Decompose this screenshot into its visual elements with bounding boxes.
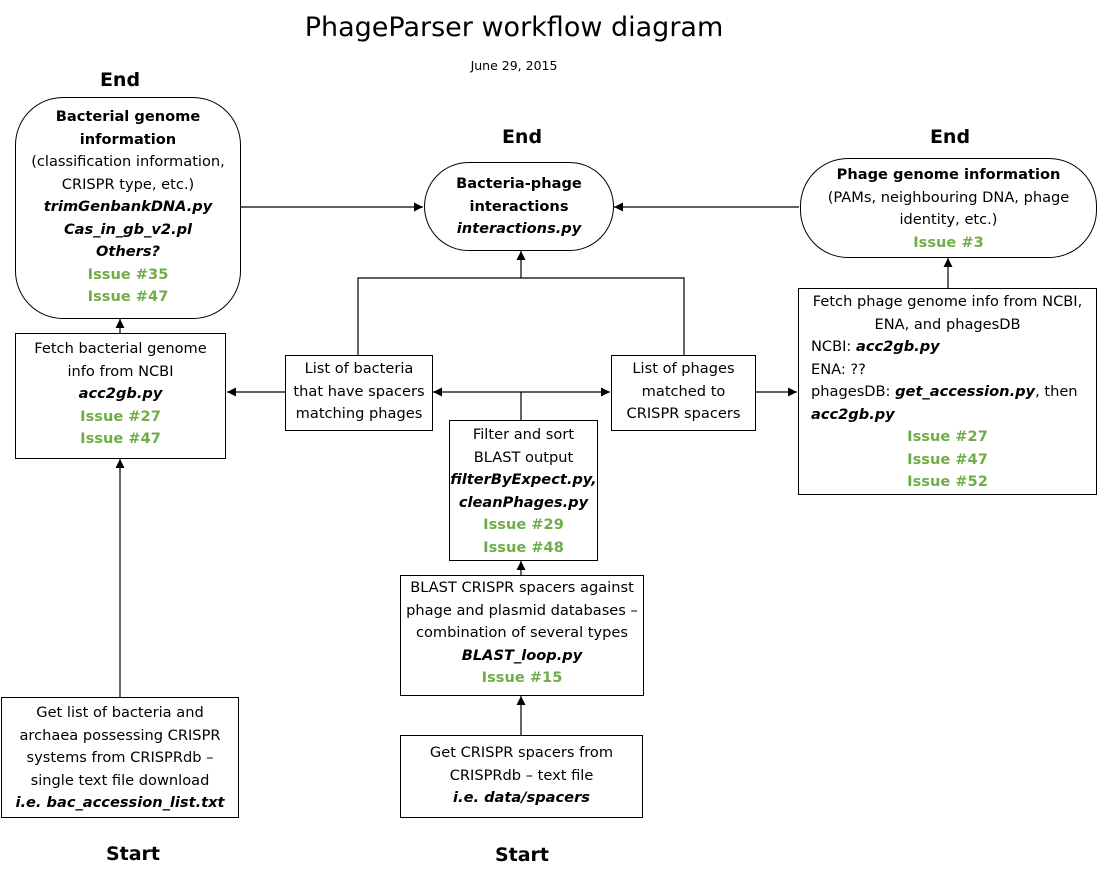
phagesdb-then: , then — [1035, 383, 1078, 400]
node-text: phage and plasmid databases – — [406, 601, 638, 619]
issue-label: Issue #47 — [87, 288, 169, 305]
connector-list-bacteria-up — [357, 277, 685, 355]
node-text: single text file download — [30, 771, 210, 789]
script-name: Cas_in_gb_v2.pl — [63, 220, 193, 238]
node-text: Fetch bacterial genome — [34, 340, 207, 357]
script-name: acc2gb.py — [78, 385, 163, 402]
script-name: i.e. bac_accession_list.txt — [15, 794, 225, 811]
node-text: systems from CRISPRdb – — [26, 749, 214, 766]
end-marker-right: End — [929, 126, 971, 148]
fetch-phage-genome-node: Fetch phage genome info from NCBI, ENA, … — [798, 288, 1097, 495]
diagram-date: June 29, 2015 — [470, 58, 558, 73]
script-name: acc2gb.py — [855, 338, 940, 355]
issue-label: Issue #27 — [80, 407, 161, 425]
bacteria-phage-interactions-node: Bacteria-phage interactions interactions… — [424, 162, 614, 251]
get-bacteria-list-node: Get list of bacteria and archaea possess… — [1, 697, 239, 818]
phagesdb-label: phagesDB: — [811, 383, 896, 400]
node-text: that have spacers — [293, 382, 425, 400]
node-heading: Phage genome information — [836, 166, 1061, 183]
start-marker-left: Start — [105, 843, 161, 865]
node-text: Get CRISPR spacers from — [429, 744, 614, 761]
node-heading: interactions — [469, 197, 569, 215]
script-name: interactions.py — [456, 220, 582, 237]
script-name: cleanPhages.py — [458, 493, 589, 511]
script-name: BLAST_loop.py — [461, 646, 583, 664]
script-name: i.e. data/spacers — [453, 789, 590, 806]
node-text: BLAST CRISPR spacers against — [410, 579, 634, 596]
node-heading: Bacterial genome — [55, 108, 201, 125]
node-text: List of bacteria — [304, 360, 414, 377]
script-name: get_accession.py — [895, 383, 1036, 400]
node-text: Fetch phage genome info from NCBI, — [812, 293, 1083, 310]
issue-label: Issue #47 — [80, 430, 161, 447]
node-text: info from NCBI — [67, 362, 174, 380]
ncbi-label: NCBI: — [811, 338, 856, 355]
issue-label: Issue #35 — [87, 265, 169, 283]
node-text: (classification information, — [31, 153, 225, 170]
issue-label: Issue #27 — [907, 428, 988, 445]
issue-label: Issue #15 — [481, 669, 563, 686]
blast-spacers-node: BLAST CRISPR spacers against phage and p… — [400, 575, 644, 696]
end-marker-center: End — [501, 126, 543, 148]
fetch-bacterial-genome-node: Fetch bacterial genome info from NCBI ac… — [15, 333, 226, 459]
node-text: List of phages — [632, 360, 735, 377]
diagram-title: PhageParser workflow diagram — [304, 12, 724, 43]
get-spacers-node: Get CRISPR spacers from CRISPRdb – text … — [400, 735, 643, 818]
node-text: Get list of bacteria and — [36, 704, 204, 721]
node-text: CRISPR spacers — [626, 405, 741, 422]
bacterial-genome-info-node: Bacterial genome information (classifica… — [15, 97, 241, 319]
node-text: combination of several types — [415, 624, 628, 641]
issue-label: Issue #29 — [483, 516, 564, 533]
script-name: filterByExpect.py, — [450, 471, 597, 488]
node-heading: Bacteria-phage — [456, 175, 582, 192]
node-heading: information — [79, 130, 177, 148]
phage-genome-info-node: Phage genome information (PAMs, neighbou… — [800, 158, 1097, 258]
script-name: trimGenbankDNA.py — [43, 198, 213, 215]
node-text: CRISPRdb – text file — [449, 766, 594, 784]
node-text: Filter and sort — [472, 426, 575, 443]
issue-label: Issue #48 — [483, 538, 564, 556]
issue-label: Issue #47 — [907, 450, 988, 468]
node-text: (PAMs, neighbouring DNA, phage — [827, 188, 1070, 206]
node-text: BLAST output — [473, 448, 574, 466]
ncbi-line: NCBI: acc2gb.py — [799, 336, 1096, 359]
node-text: matched to — [641, 382, 726, 400]
script-name: acc2gb.py — [811, 405, 895, 423]
node-text: ENA, and phagesDB — [874, 315, 1021, 333]
node-text: matching phages — [295, 405, 423, 422]
start-marker-center: Start — [494, 844, 550, 866]
ena-line: ENA: ?? — [811, 360, 866, 378]
node-text: archaea possessing CRISPR — [19, 726, 221, 744]
list-of-bacteria-node: List of bacteria that have spacers match… — [285, 355, 433, 431]
issue-label: Issue #52 — [907, 473, 988, 490]
node-text: identity, etc.) — [899, 211, 998, 228]
node-text: CRISPR type, etc.) — [61, 175, 195, 193]
filter-sort-blast-node: Filter and sort BLAST output filterByExp… — [449, 420, 598, 561]
phagesdb-line: phagesDB: get_accession.py, then — [799, 381, 1096, 404]
issue-label: Issue #3 — [913, 233, 984, 251]
end-marker-left: End — [99, 69, 141, 91]
list-of-phages-node: List of phages matched to CRISPR spacers — [611, 355, 756, 431]
script-name: Others? — [95, 243, 161, 260]
